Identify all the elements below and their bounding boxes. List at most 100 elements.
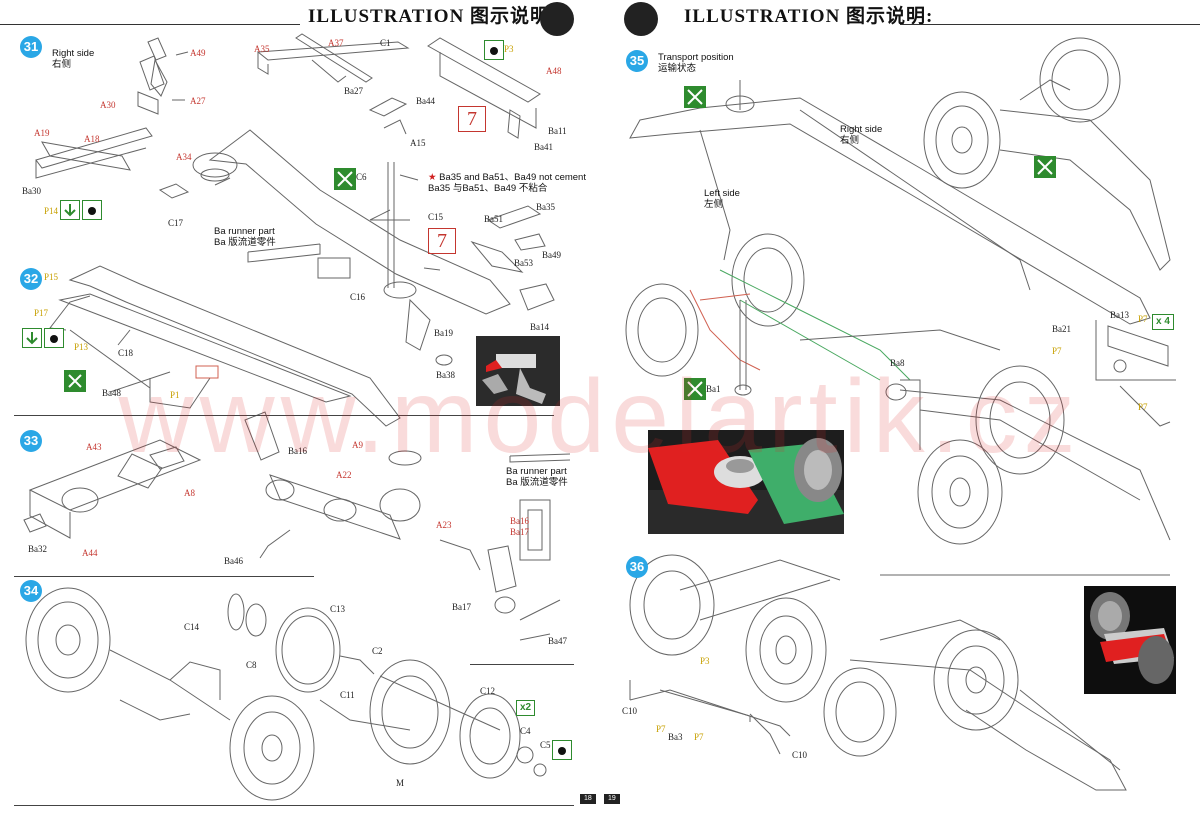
part-label: C10 (622, 706, 638, 716)
part-label: Ba27 (344, 86, 363, 96)
detail-photo (1084, 586, 1176, 694)
cement-drop-icon (484, 40, 504, 60)
step-ref-box: 7 (458, 106, 486, 132)
part-label: Ba17 (452, 602, 471, 612)
section-divider (14, 805, 574, 806)
detail-photo (476, 336, 560, 406)
part-label: Ba30 (22, 186, 41, 196)
part-label: P3 (700, 656, 710, 666)
part-label: A19 (34, 128, 50, 138)
part-label: Ba51 (484, 214, 503, 224)
part-label: P3 (504, 44, 514, 54)
assembly-drawings-left (23, 33, 571, 801)
note-right-side: Right side 右侧 (840, 124, 883, 146)
part-label: A18 (84, 134, 100, 144)
part-label: A37 (328, 38, 344, 48)
step-ref-box: 7 (428, 228, 456, 254)
part-label: Ba53 (514, 258, 533, 268)
step-34-badge: 34 (20, 580, 42, 602)
part-label: M (396, 778, 405, 788)
cement-drop-icon (82, 200, 102, 220)
part-label: A22 (336, 470, 352, 480)
no-cement-icon (684, 378, 706, 400)
part-label: A48 (546, 66, 562, 76)
part-label: P14 (44, 206, 59, 216)
note-runner-part: Ba runner part Ba 版流道零件 (214, 226, 276, 248)
part-label: P7 (1138, 314, 1148, 324)
part-label: Ba35 (536, 202, 555, 212)
part-label: Ba21 (1052, 324, 1071, 334)
page-right: ILLUSTRATION 图示说明: (600, 0, 1200, 815)
part-label: A30 (100, 100, 116, 110)
part-label: Ba1 (706, 384, 721, 394)
part-label: Ba14 (530, 322, 549, 332)
note-left-side: Left side 左侧 (704, 188, 740, 210)
part-label: P13 (74, 342, 89, 352)
part-label: C6 (356, 172, 367, 182)
part-label: A15 (410, 138, 426, 148)
part-label: A34 (176, 152, 192, 162)
section-divider (14, 576, 314, 577)
detail-photo (648, 430, 844, 534)
part-label: C5 (540, 740, 551, 750)
section-divider (14, 415, 554, 416)
part-label: Ba32 (28, 544, 47, 554)
part-label: P7 (1138, 402, 1148, 412)
part-label: Ba8 (890, 358, 905, 368)
note-transport: Transport position 运输状态 (658, 52, 734, 74)
step-36-badge: 36 (626, 556, 648, 578)
part-label: Ba38 (436, 370, 455, 380)
step-32-badge: 32 (20, 268, 42, 290)
part-label: P17 (34, 308, 49, 318)
page-left: ILLUSTRATION 图示说明: (0, 2, 596, 806)
down-arrow-icon (60, 200, 80, 220)
part-label: P7 (656, 724, 666, 734)
step-33-badge: 33 (20, 430, 42, 452)
part-label: C16 (350, 292, 366, 302)
header-title: ILLUSTRATION 图示说明: (308, 6, 558, 27)
part-label: Ba11 (548, 126, 567, 136)
part-label: A44 (82, 548, 98, 558)
part-label: Ba49 (542, 250, 561, 260)
part-label: C4 (520, 726, 531, 736)
part-label: Ba48 (102, 388, 121, 398)
step-35-badge: 35 (626, 50, 648, 72)
header-dot (540, 2, 574, 36)
part-label: C15 (428, 212, 444, 222)
part-label: Ba16 (510, 516, 529, 526)
part-label: Ba44 (416, 96, 435, 106)
part-label: A49 (190, 48, 206, 58)
rotate-icon (64, 370, 86, 392)
part-label: Ba3 (668, 732, 683, 742)
part-label: P1 (170, 390, 180, 400)
part-label: Ba17 (510, 527, 529, 537)
quantity-badge: x2 (516, 700, 536, 716)
part-label: C14 (184, 622, 200, 632)
cement-drop-icon (44, 328, 64, 348)
part-label: C13 (330, 604, 346, 614)
part-label: Ba13 (1110, 310, 1129, 320)
part-label: Ba16 (288, 446, 307, 456)
note-no-cement: ★ Ba35 and Ba51、Ba49 not cement Ba35 与Ba… (428, 172, 586, 194)
no-cement-icon (684, 86, 706, 108)
section-divider (470, 664, 574, 665)
page-number: 19 (604, 794, 620, 804)
note-right-side: Right side 右侧 (52, 48, 95, 70)
part-label: C12 (480, 686, 496, 696)
part-label: C8 (246, 660, 257, 670)
part-label: A8 (184, 488, 195, 498)
part-label: A9 (352, 440, 363, 450)
part-label: Ba41 (534, 142, 553, 152)
part-label: C17 (168, 218, 184, 228)
note-runner-part-2: Ba runner part Ba 版流道零件 (506, 466, 568, 488)
header-dot (624, 2, 658, 36)
part-label: Ba46 (224, 556, 243, 566)
part-label: P15 (44, 272, 59, 282)
part-label: A35 (254, 44, 270, 54)
header-rule (900, 24, 1200, 25)
page-header: ILLUSTRATION 图示说明: (600, 0, 1200, 36)
part-label: P7 (694, 732, 704, 742)
part-label: Ba19 (434, 328, 453, 338)
step-31-badge: 31 (20, 36, 42, 58)
part-label: C2 (372, 646, 383, 656)
